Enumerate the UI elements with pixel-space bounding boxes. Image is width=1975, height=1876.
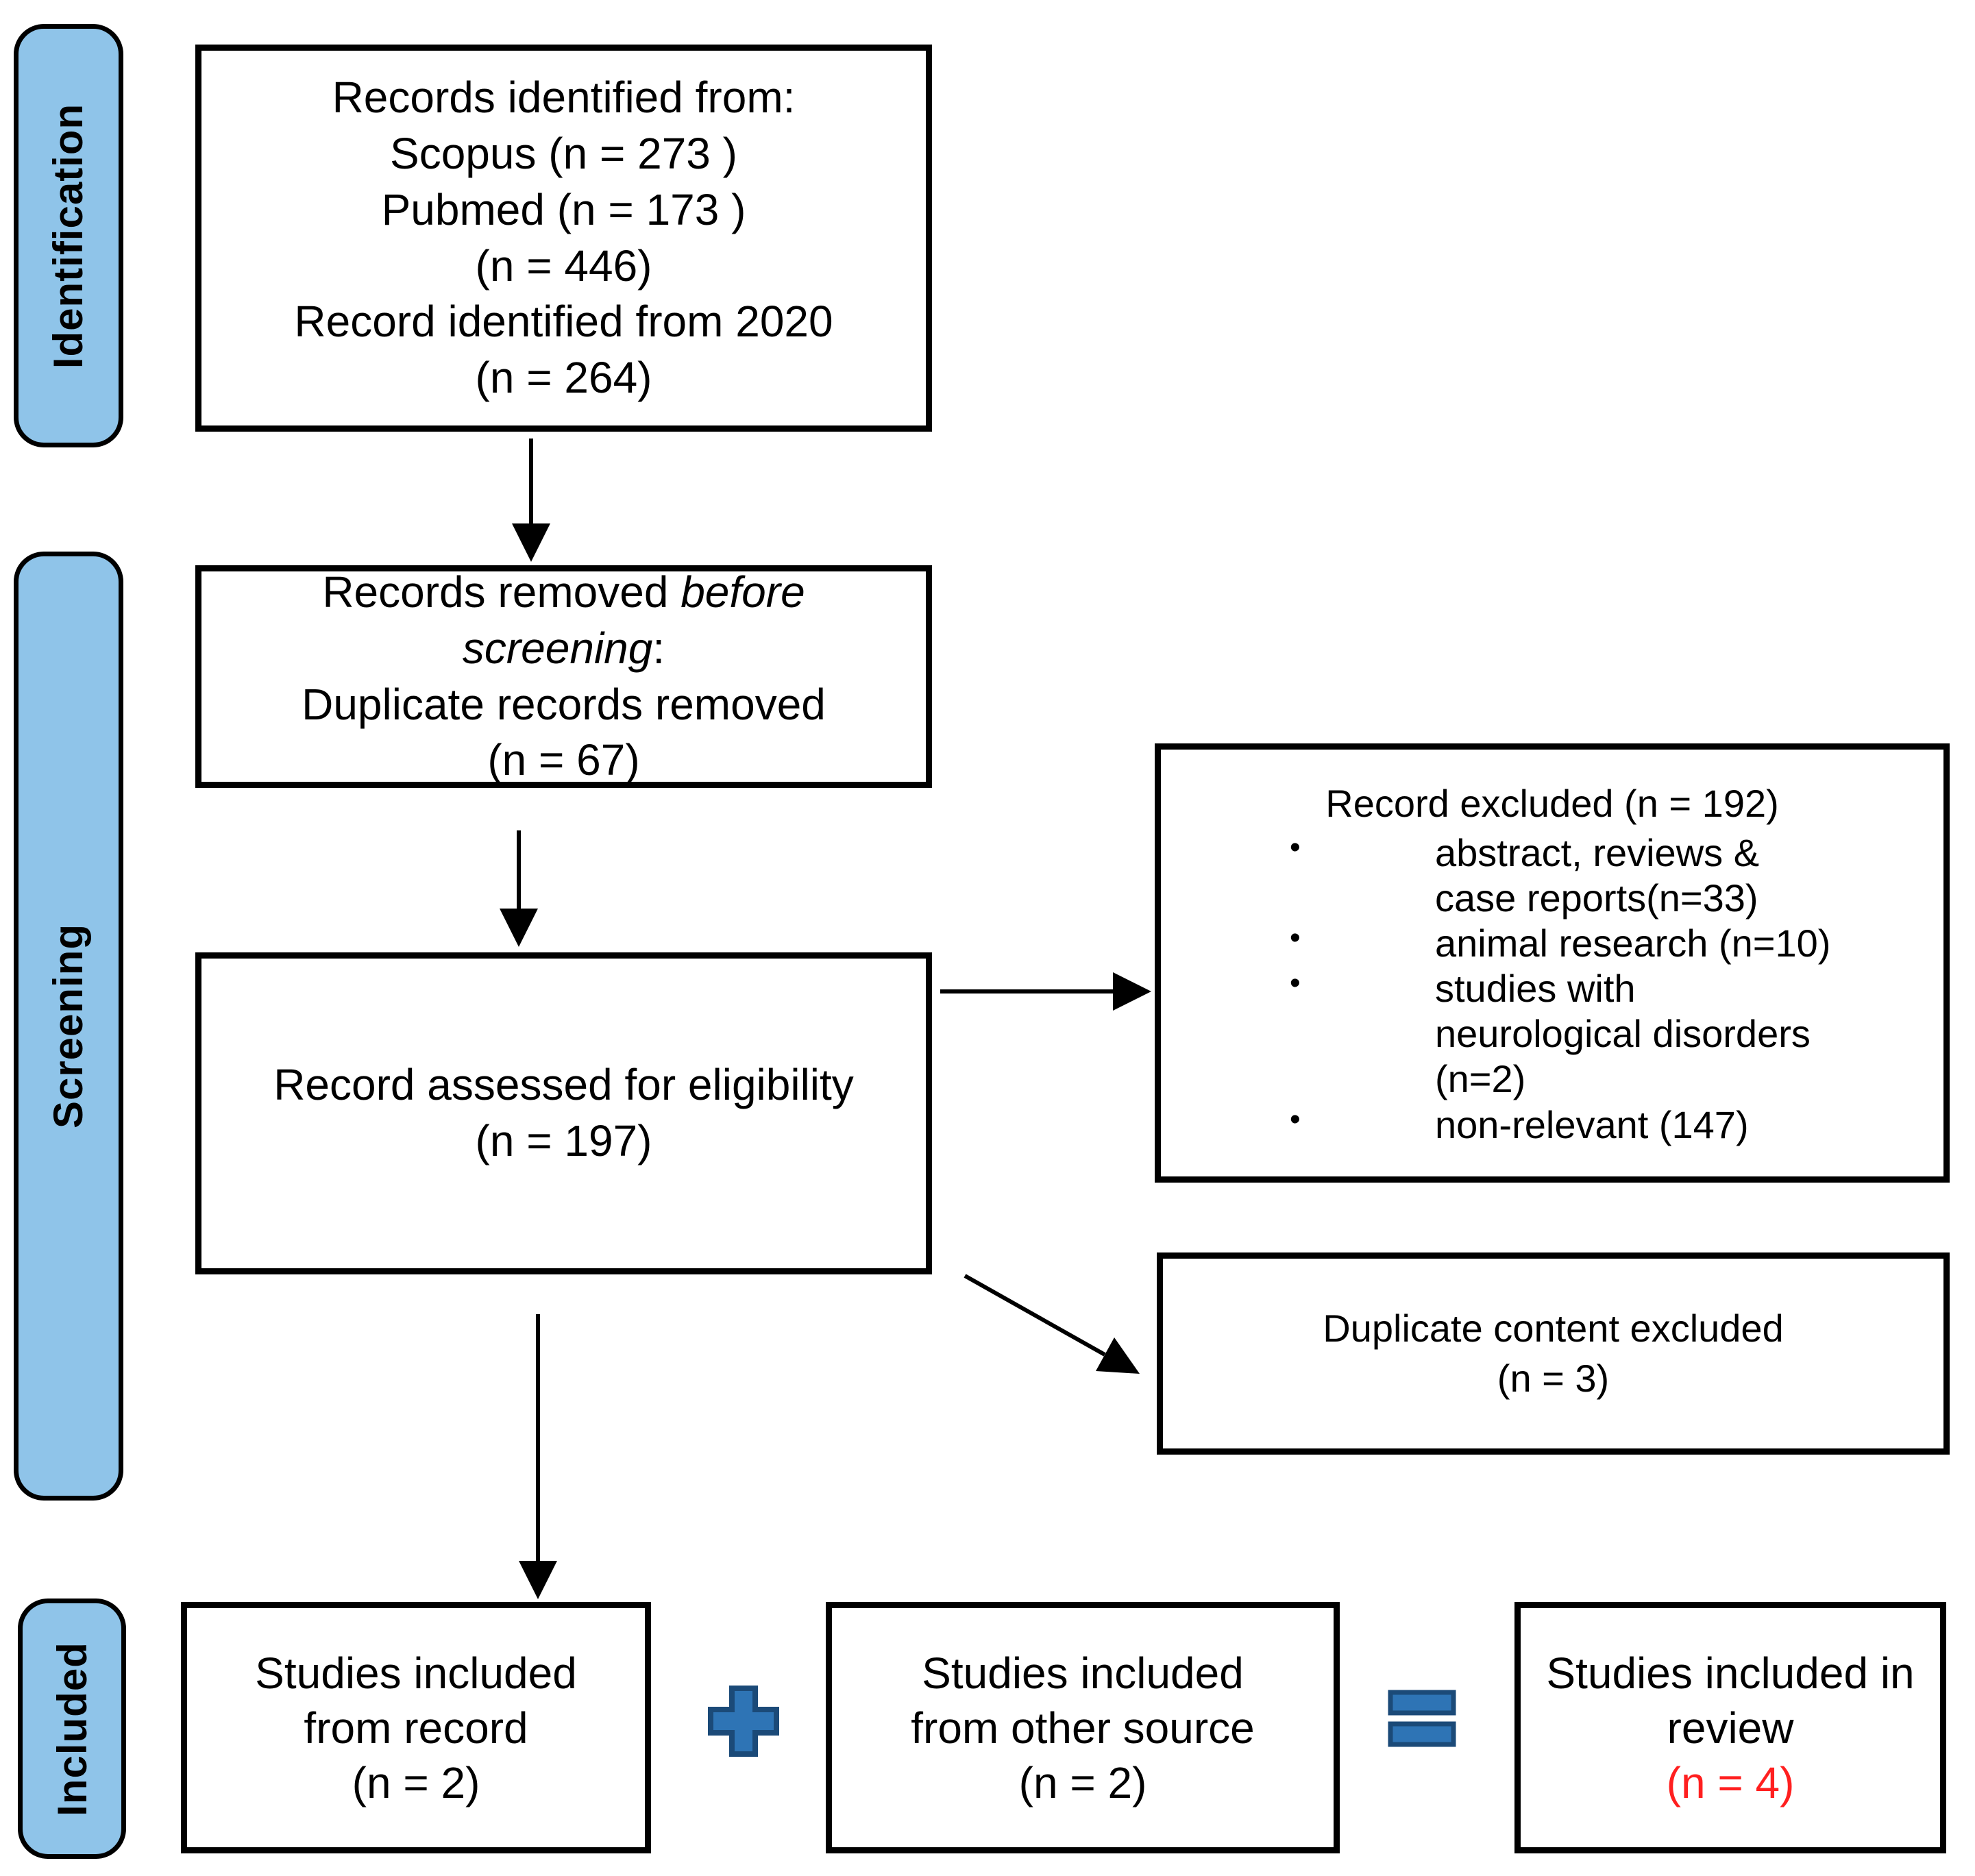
excluded-reason-text: case reports(n=33) [1435,876,1758,920]
duplicate-excluded-box: Duplicate content excluded (n = 3) [1157,1252,1950,1455]
box-text-line: from record [304,1703,528,1753]
arrow-identified-to-removed [512,439,550,562]
box-text-line: Records identified from: [332,72,796,122]
stage-label-screening: Screening [45,923,92,1129]
stage-band-included: Included [18,1599,126,1859]
box-text-italic: before [680,567,805,617]
box-text-italic: screening [462,623,653,673]
records-identified-box: Records identified from: Scopus (n = 273… [195,45,932,432]
records-excluded-box: Record excluded (n = 192) abstract, revi… [1155,743,1950,1183]
box-text-line: (n = 2) [352,1757,480,1807]
excluded-reason-text: non-relevant (147) [1435,1102,1749,1146]
plus-icon [708,1686,779,1757]
box-text-line: (n = 3) [1497,1356,1610,1400]
arrow-assessed-to-included [519,1314,557,1599]
excluded-reason-item: non-relevant (147) [1290,1101,1923,1148]
box-text-line: Records removed before [201,565,926,621]
box-text-line: Studies included in [1546,1648,1915,1698]
excluded-reason-text: neurological disorders [1435,1012,1811,1056]
arrow-assessed-to-excluded [940,972,1151,1011]
arrow-removed-to-assessed [500,830,538,947]
box-text-line: (n = 197) [475,1116,652,1165]
studies-in-review-box: Studies included in review (n = 4) [1514,1602,1946,1853]
review-count: (n = 4) [1666,1757,1795,1807]
excluded-reason-text: studies with [1435,967,1636,1011]
box-text-line: (n = 264) [475,353,652,403]
box-text-line: Record identified from 2020 [294,297,833,347]
excluded-reason-text: abstract, reviews & [1435,831,1760,875]
excluded-title: Record excluded (n = 192) [1325,782,1779,825]
box-text-line: screening: [201,621,926,677]
box-text-line: Record assessed for eligibility [273,1060,854,1110]
box-text-line: (n = 67) [487,735,640,785]
box-text-line: Studies included [255,1648,577,1698]
records-assessed-box: Record assessed for eligibility (n = 197… [195,952,932,1274]
studies-from-record-box: Studies included from record (n = 2) [181,1602,651,1853]
stage-band-identification: Identification [14,24,123,447]
excluded-reason-item: animal research (n=10) [1290,920,1923,966]
stage-band-screening: Screening [14,552,123,1501]
excluded-reason-item: abstract, reviews & case reports(n=33) [1290,829,1923,921]
stage-label-identification: Identification [45,103,92,369]
box-text-line: from other source [911,1703,1255,1753]
stage-label-included: Included [49,1641,95,1816]
box-text: : [652,623,665,673]
box-text-line: Duplicate content excluded [1323,1306,1784,1350]
box-text-line: Duplicate records removed [302,679,826,729]
box-text-line: review [1667,1703,1794,1753]
box-text-line: (n = 2) [1018,1757,1147,1807]
box-text-line: Scopus (n = 273 ) [390,128,737,178]
excluded-reason-text: (n=2) [1435,1057,1526,1101]
box-text-line: Pubmed (n = 173 ) [381,184,746,234]
excluded-reason-item: studies with neurological disorders (n=2… [1290,965,1923,1102]
equals-icon [1388,1690,1456,1747]
arrow-assessed-to-duplicate [964,1274,1140,1374]
box-text-line: Studies included [922,1648,1244,1698]
excluded-reasons-list: abstract, reviews & case reports(n=33) a… [1161,829,1943,1148]
box-text-line: (n = 446) [475,240,652,291]
box-text: Records removed [322,567,681,617]
records-removed-box: Records removed before screening: Duplic… [195,565,932,788]
excluded-reason-text: animal research (n=10) [1435,922,1831,965]
studies-from-other-source-box: Studies included from other source (n = … [826,1602,1340,1853]
